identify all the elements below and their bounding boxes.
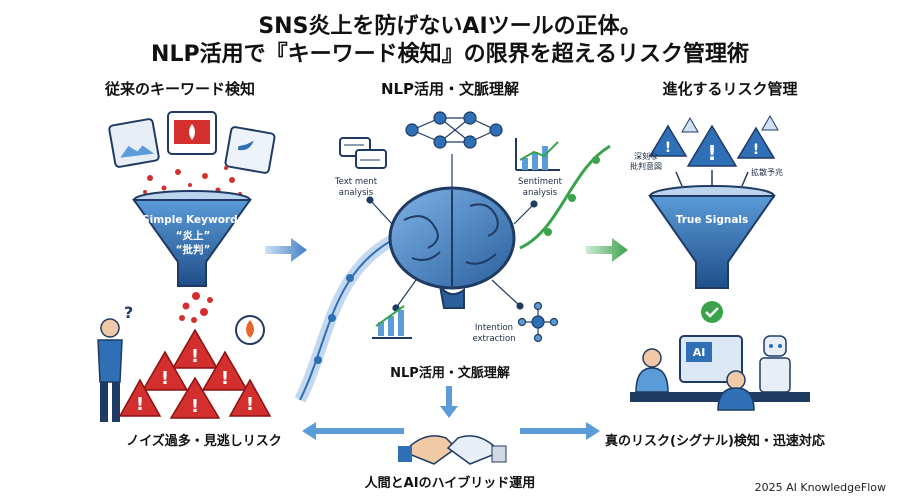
column-heading-right: 進化するリスク管理 bbox=[662, 80, 798, 98]
svg-text:!: ! bbox=[191, 346, 199, 367]
chat-bubbles-icon bbox=[339, 137, 387, 169]
confused-person-icon: ? bbox=[97, 303, 133, 422]
tag-serious-2: 批判意図 bbox=[630, 162, 662, 171]
signal-funnel bbox=[648, 170, 776, 289]
title-line-1: SNS炎上を防げないAIツールの正体。 bbox=[258, 14, 642, 39]
green-signal-curve bbox=[519, 144, 611, 250]
funnel-keyword-2: “批判” bbox=[175, 244, 211, 256]
nlp-bottom-label: NLP活用・文脈理解 bbox=[390, 366, 510, 381]
svg-text:?: ? bbox=[124, 303, 133, 322]
svg-text:!: ! bbox=[753, 142, 759, 158]
svg-text:!: ! bbox=[246, 394, 254, 415]
true-signals-label: True Signals bbox=[675, 214, 749, 226]
intention-network-icon bbox=[517, 301, 559, 343]
fire-bubble-icon bbox=[235, 315, 265, 345]
bottom-arrows bbox=[302, 386, 600, 440]
noise-particles bbox=[143, 166, 242, 323]
blue-flow-curve bbox=[294, 230, 403, 403]
ai-team-scene bbox=[630, 335, 810, 411]
bottom-right-label: 真のリスク(シグナル)検知・迅速対応 bbox=[605, 434, 825, 449]
footer-credit: 2025 AI KnowledgeFlow bbox=[754, 481, 886, 494]
check-icon bbox=[701, 301, 723, 323]
svg-text:!: ! bbox=[191, 396, 199, 417]
warning-triangle-pile: !!! !!! bbox=[118, 328, 272, 419]
svg-text:!: ! bbox=[665, 140, 671, 156]
sentiment-chart-icon bbox=[515, 138, 560, 171]
text-analysis-label-2: analysis bbox=[338, 188, 374, 198]
social-post-icons bbox=[108, 111, 276, 174]
tag-serious-1: 深刻な bbox=[634, 152, 658, 161]
handshake-icon bbox=[398, 435, 507, 465]
svg-text:!: ! bbox=[161, 368, 169, 389]
svg-text:!: ! bbox=[136, 394, 144, 415]
bottom-left-label: ノイズ過多・見逃しリスク bbox=[126, 434, 282, 449]
funnel-heading: Simple Keywords bbox=[142, 214, 244, 226]
tag-spread: 拡散予兆 bbox=[751, 168, 783, 177]
keyword-funnel bbox=[132, 190, 252, 287]
intention-label-1: Intention bbox=[474, 323, 514, 333]
screen-ai-label: AI bbox=[692, 346, 706, 359]
alert-triangles: !!! bbox=[648, 114, 779, 167]
svg-text:!: ! bbox=[707, 141, 716, 165]
growth-bar-icon bbox=[372, 305, 412, 339]
svg-text:!: ! bbox=[221, 368, 229, 389]
text-analysis-label-1: Text ment bbox=[334, 177, 378, 187]
title-line-2: NLP活用で『キーワード検知』の限界を超えるリスク管理術 bbox=[151, 42, 749, 67]
funnel-keyword-1: “炎上” bbox=[175, 230, 211, 242]
arrow-left-to-center bbox=[265, 238, 307, 262]
neural-network-icon bbox=[405, 111, 503, 149]
column-heading-center: NLP活用・文脈理解 bbox=[380, 80, 520, 98]
column-heading-left: 従来のキーワード検知 bbox=[104, 80, 255, 98]
sentiment-label-1: Sentiment bbox=[518, 177, 562, 187]
bottom-center-label: 人間とAIのハイブリッド運用 bbox=[364, 476, 536, 491]
arrow-center-to-right bbox=[586, 238, 628, 262]
sentiment-label-2: analysis bbox=[522, 188, 558, 198]
intention-label-2: extraction bbox=[472, 334, 516, 344]
